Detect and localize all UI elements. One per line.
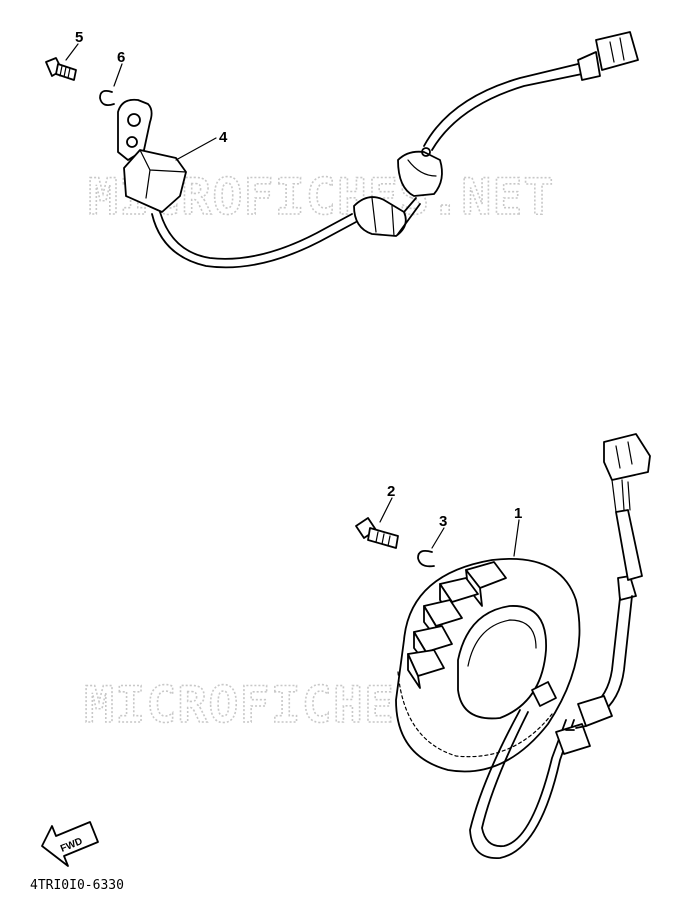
stator-assembly <box>395 433 651 859</box>
leader-3 <box>431 527 445 549</box>
leader-5 <box>65 43 79 61</box>
stator-connector-1 <box>577 695 613 727</box>
circlip-3 <box>417 549 435 568</box>
callout-1: 1 <box>514 505 522 522</box>
pickup-coil-body <box>123 149 187 213</box>
wire-clamp <box>531 681 557 707</box>
leader-4 <box>175 137 217 161</box>
cable-boot <box>397 150 443 197</box>
callout-5: 5 <box>75 29 83 46</box>
leader-6 <box>113 63 123 87</box>
pickup-bracket <box>117 98 153 161</box>
circlip-6 <box>99 89 115 107</box>
bolt-2 <box>355 517 399 549</box>
diagram-code: 4TRI0I0-6330 <box>30 878 124 893</box>
leader-1 <box>513 519 520 557</box>
leader-2 <box>379 497 393 523</box>
stator-connector-2 <box>555 723 591 755</box>
pickup-cable-upper <box>423 63 579 147</box>
pickup-coil-assembly <box>117 31 639 269</box>
bolt-5 <box>45 57 77 81</box>
callout-4: 4 <box>219 129 228 146</box>
callout-2: 2 <box>387 483 395 500</box>
stator-upper-lead <box>615 509 643 581</box>
stator-bore <box>457 605 547 720</box>
fwd-arrow: FWD <box>41 821 99 867</box>
bracket-hole-lower <box>126 136 138 148</box>
pickup-cable <box>151 213 357 269</box>
callout-3: 3 <box>439 513 447 530</box>
bracket-hole-upper <box>127 113 141 127</box>
callout-6: 6 <box>117 49 125 66</box>
stator-top-connector <box>603 433 651 481</box>
stator-wire-loop <box>469 709 575 859</box>
stator-lead-cable <box>589 597 621 709</box>
pickup-connector <box>577 51 601 81</box>
